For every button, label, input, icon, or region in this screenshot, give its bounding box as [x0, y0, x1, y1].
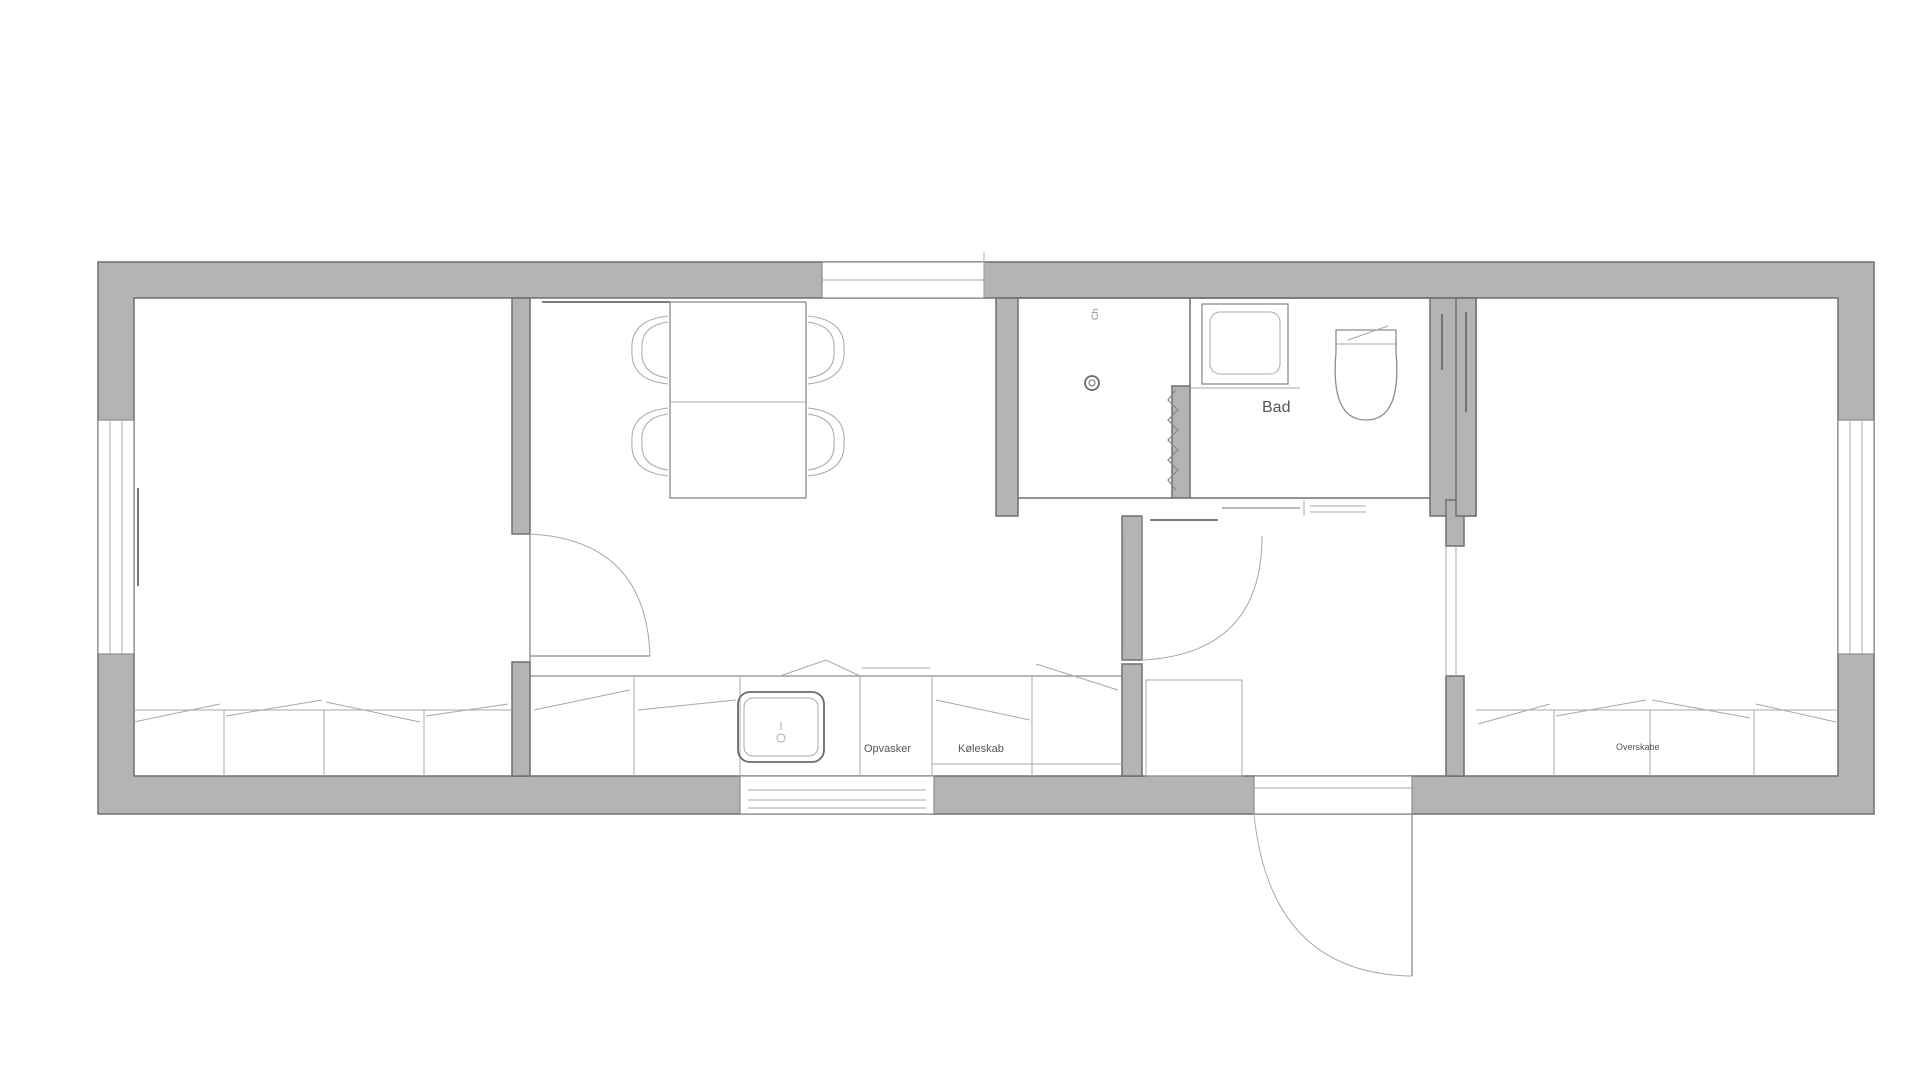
partition-upper [511, 297, 531, 535]
dining-chair [631, 315, 669, 385]
living-cabinets [133, 699, 512, 776]
kitchen-counter: Opvasker Køleskab [530, 659, 1122, 776]
hall-door[interactable] [1141, 516, 1263, 661]
front-door[interactable] [1253, 813, 1413, 977]
dining-chair [631, 407, 669, 477]
bathroom: Bad [1150, 303, 1443, 521]
right-window [1837, 419, 1875, 655]
dishwasher-label: Opvasker [864, 743, 911, 755]
shower-label: Ch [1090, 308, 1100, 320]
dining-chair [807, 315, 845, 385]
bathroom-basin [1201, 303, 1289, 385]
outer-walls [97, 261, 1875, 815]
interior-door[interactable] [529, 533, 651, 662]
dining-table [669, 301, 807, 499]
dining-chair [807, 407, 845, 477]
bathroom-label: Bad [1262, 399, 1290, 416]
bathroom-block-walls [995, 297, 1477, 517]
bedroom: Overskabe [1476, 699, 1838, 776]
wardrobe-label: Overskabe [1616, 742, 1660, 752]
hall-wall-left-lower [1121, 663, 1143, 777]
kitchen-sink [737, 691, 825, 763]
wall-openings [97, 252, 1875, 815]
partition-lower [511, 661, 531, 777]
shower-curtain [1167, 389, 1179, 491]
hall-wall-left [1121, 515, 1143, 661]
hall-cabinet [1145, 679, 1243, 777]
fridge-label: Køleskab [958, 743, 1004, 755]
shower-room: Ch [1084, 308, 1179, 491]
wc [1334, 329, 1398, 421]
exterior-wall [97, 261, 1875, 815]
left-window [97, 419, 135, 655]
interior-walls [511, 297, 1477, 777]
dining-area [631, 301, 845, 499]
entrance-hall [1123, 516, 1457, 777]
entrance-opening [1253, 775, 1413, 815]
shower-drain [1084, 375, 1100, 391]
hall-wall-right-lower [1445, 675, 1465, 777]
